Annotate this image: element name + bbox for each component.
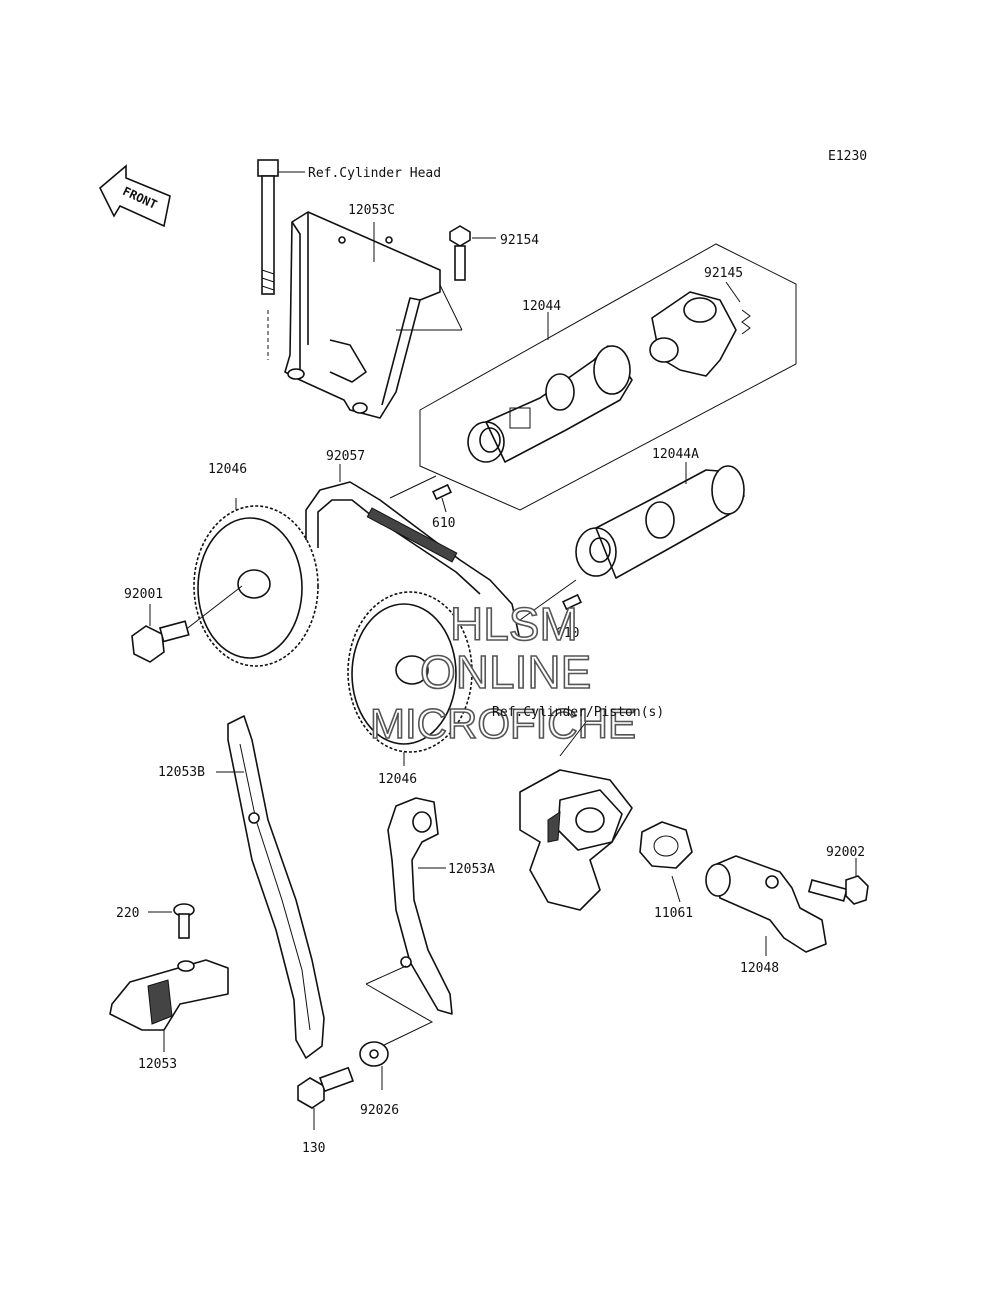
label-92145: 92145 <box>704 266 743 281</box>
label-12053c: 12053C <box>348 203 395 218</box>
label-12046-top: 12046 <box>208 462 247 477</box>
label-92154: 92154 <box>500 233 539 248</box>
label-220: 220 <box>116 906 139 921</box>
label-12044a: 12044A <box>652 447 699 462</box>
label-610-a: 610 <box>432 516 455 531</box>
chain-links <box>366 507 458 563</box>
cylinder-head-bolt <box>257 159 305 360</box>
sprocket-12046-bottom <box>347 591 473 766</box>
label-130: 130 <box>302 1141 325 1156</box>
bolt-130 <box>297 1066 355 1130</box>
label-12053b: 12053B <box>158 765 205 780</box>
label-12053a: 12053A <box>448 862 495 877</box>
label-11061: 11061 <box>654 906 693 921</box>
bolt-92002 <box>807 858 869 905</box>
label-92002: 92002 <box>826 845 865 860</box>
watermark-line2: ONLINE <box>420 646 591 698</box>
bolt-92001 <box>131 604 190 663</box>
cam-chain-92057 <box>305 464 577 641</box>
camshaft-12044 <box>467 345 633 463</box>
chain-guide-12053b <box>216 715 325 1059</box>
gasket-11061 <box>639 821 693 903</box>
label-12044: 12044 <box>522 299 561 314</box>
camshaft-12044a <box>575 462 745 579</box>
camshaft-group-outline <box>419 243 797 511</box>
watermark-line3: MICROFICHE <box>370 700 636 747</box>
label-12048: 12048 <box>740 961 779 976</box>
diagram-code: E1230 <box>828 149 867 164</box>
pin-610-b <box>561 593 583 611</box>
label-92001: 92001 <box>124 587 163 602</box>
chain-guide-12053a <box>365 797 453 1047</box>
front-arrow-icon: FRONT <box>99 164 171 228</box>
washer-92026 <box>359 1041 389 1090</box>
bolt-92154 <box>449 225 496 281</box>
watermark-line1: HLSM <box>450 598 578 650</box>
label-92026: 92026 <box>360 1103 399 1118</box>
bracket-12053c <box>284 211 463 419</box>
part-92145 <box>649 281 751 377</box>
label-12053: 12053 <box>138 1057 177 1072</box>
ref-cylinder-piston: Ref.Cylinder/Piston(s) <box>492 705 664 720</box>
pin-610-a <box>431 483 453 501</box>
label-12046-bottom: 12046 <box>378 772 417 787</box>
ref-cylinder-head: Ref.Cylinder Head <box>308 166 441 181</box>
guide-12053 <box>109 959 229 1052</box>
screw-220 <box>148 903 195 939</box>
cylinder-casting <box>519 769 633 911</box>
label-610-b: 610 <box>556 626 579 641</box>
tensioner-12048 <box>705 855 827 956</box>
sprocket-12046-top <box>179 498 319 667</box>
label-92057: 92057 <box>326 449 365 464</box>
watermark: HLSM ONLINE MICROFICHE <box>369 597 637 748</box>
